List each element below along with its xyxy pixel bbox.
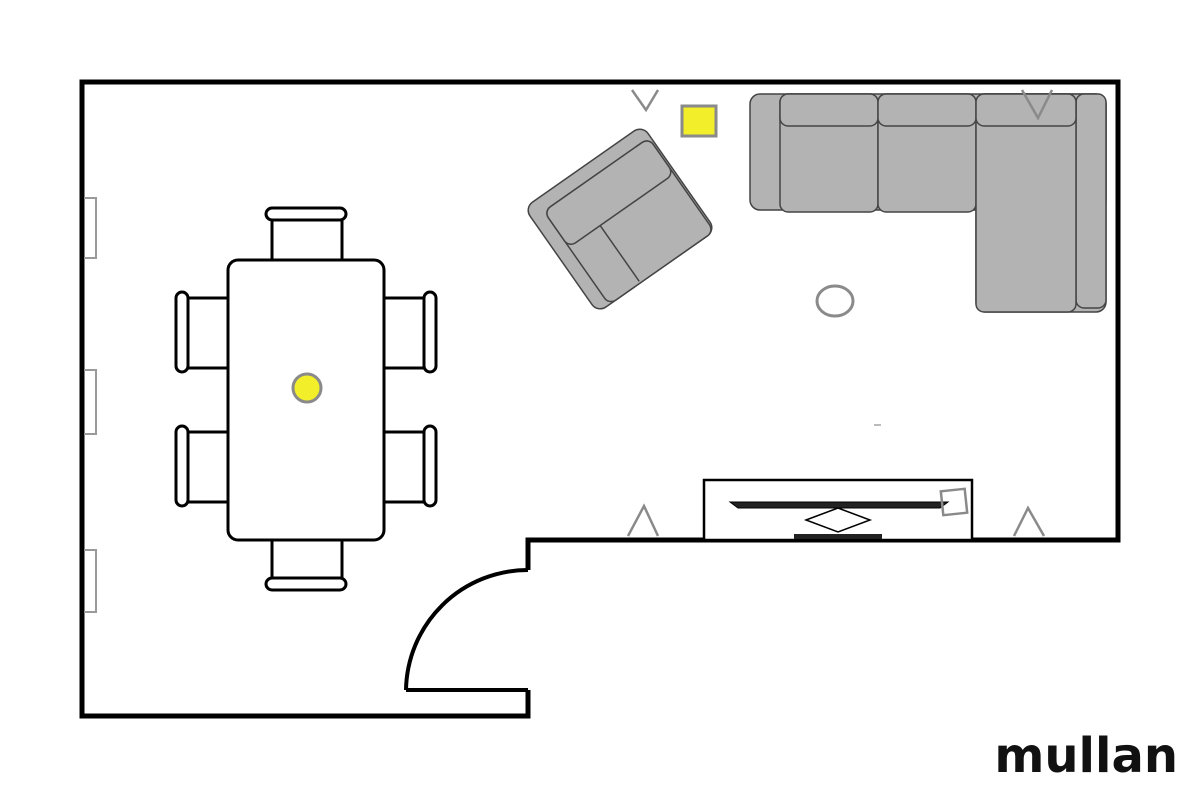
armchair (527, 128, 713, 310)
tv-unit (702, 478, 974, 542)
tv-base (794, 534, 882, 539)
ceiling-light (815, 284, 855, 318)
dining-chair (174, 424, 232, 508)
tv-screen (728, 501, 950, 509)
room-walls (79, 79, 1121, 719)
entrance-door (404, 568, 529, 692)
window-markers (84, 197, 97, 613)
speaker (939, 487, 969, 517)
ceiling-light (291, 372, 323, 404)
window-marker (84, 369, 97, 435)
dining-chair (380, 290, 438, 374)
dining-chair (264, 206, 348, 264)
window-marker (84, 197, 97, 259)
dining-chair (380, 424, 438, 508)
wall-light (1020, 89, 1054, 121)
dining-chairs (174, 206, 438, 592)
sectional-sofa (749, 93, 1107, 313)
dining-chair (264, 536, 348, 592)
tv-stand (803, 507, 873, 533)
wall-light (1012, 505, 1046, 537)
window-marker (84, 549, 97, 613)
wall-light (626, 503, 660, 537)
wall-lights (626, 89, 1054, 537)
brand-logo: mullan (994, 728, 1178, 784)
table-lamp (680, 104, 718, 138)
dining-chair (174, 290, 232, 374)
wall-light (630, 89, 660, 113)
